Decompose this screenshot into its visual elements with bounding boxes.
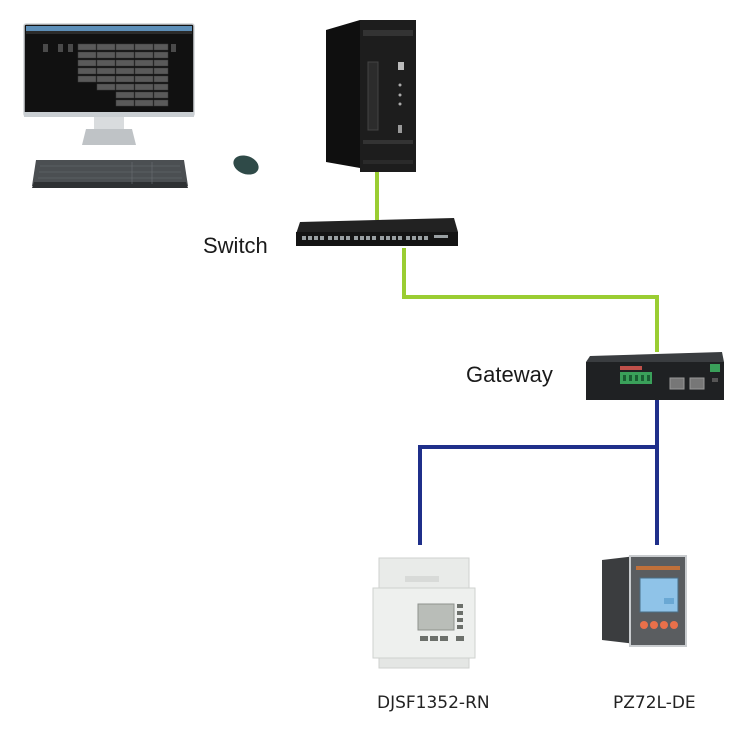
gateway-icon <box>586 352 724 400</box>
link-bus-meter1 <box>418 445 657 545</box>
link-switch-gateway <box>402 248 659 352</box>
meter2-label: PZ72L-DE <box>613 693 696 713</box>
keyboard-icon <box>32 160 188 188</box>
meter1-label: DJSF1352-RN <box>377 693 490 713</box>
mouse-icon <box>233 155 259 175</box>
panel-meter-icon <box>602 555 687 647</box>
din-rail-meter-icon <box>372 557 476 669</box>
gateway-label: Gateway <box>466 362 553 387</box>
monitor-icon <box>23 23 195 117</box>
switch-icon <box>296 218 458 246</box>
ethernet-links <box>375 168 659 352</box>
server-icon <box>326 20 416 172</box>
switch-label: Switch <box>203 233 268 258</box>
rs485-links <box>418 400 659 545</box>
monitor-stand <box>82 117 136 145</box>
workstation <box>23 23 259 188</box>
